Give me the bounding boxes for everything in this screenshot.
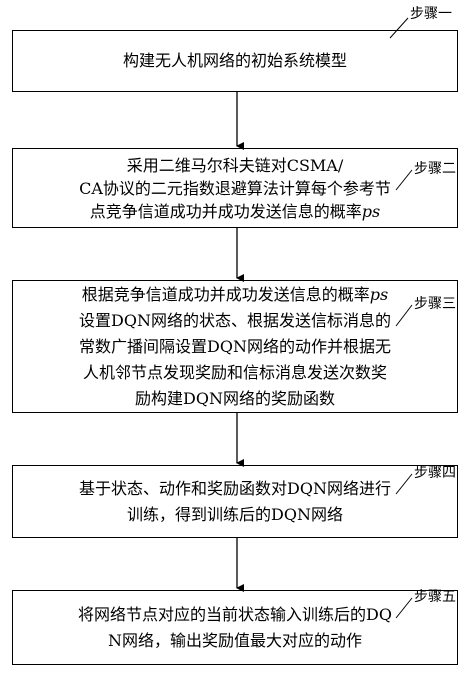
step-box-1: 构建无人机网络的初始系统模型 [12, 30, 458, 92]
step-box-3: 根据竞争信道成功并成功发送信息的概率ps 设置DQN网络的状态、根据发送信标消息… [12, 280, 458, 413]
step2-symbol-ps: ps [361, 201, 381, 221]
step2-line-3: 点竞争信道成功并成功发送信息的概率ps [79, 200, 391, 223]
step-box-4: 基于状态、动作和奖励函数对DQN网络进行 训练，得到训练后的DQN网络 [12, 465, 458, 538]
step-box-5: 将网络节点对应的当前状态输入训练后的DQ N网络，输出奖励值最大对应的动作 [12, 590, 458, 665]
step2-line-2: CA协议的二元指数退避算法计算每个参考节 [79, 178, 391, 198]
step-label-2: 步骤二 [414, 161, 456, 177]
step-label-1: 步骤一 [410, 6, 452, 22]
step-box-2: 采用二维马尔科夫链对CSMA/ CA协议的二元指数退避算法计算每个参考节 点竞争… [12, 148, 458, 228]
step3-line-4: 人机邻节点发现奖励和信标消息发送次数奖 [82, 362, 387, 382]
step5-line-1: 将网络节点对应的当前状态输入训练后的DQ [78, 604, 392, 624]
step-label-3: 步骤三 [414, 296, 456, 312]
step2-line-3-text: 点竞争信道成功并成功发送信息的概率 [89, 201, 362, 221]
step3-line-3: 常数广播间隔设置DQN网络的动作并根据无 [79, 336, 391, 356]
step4-line-1: 基于状态、动作和奖励函数对DQN网络进行 [79, 478, 391, 498]
step-label-4: 步骤四 [414, 465, 456, 481]
step3-line-5: 励构建DQN网络的奖励函数 [135, 388, 335, 408]
step3-line-1-text: 根据竞争信道成功并成功发送信息的概率 [81, 284, 370, 304]
step2-line-1: 采用二维马尔科夫链对CSMA/ [126, 155, 344, 175]
step3-line-2: 设置DQN网络的状态、根据发送信标消息的 [79, 310, 391, 330]
step-label-5: 步骤五 [414, 589, 456, 605]
step5-line-2: N网络，输出奖励值最大对应的动作 [107, 630, 362, 650]
step3-symbol-ps: ps [369, 284, 389, 304]
step3-line-1: 根据竞争信道成功并成功发送信息的概率ps [79, 282, 391, 308]
step1-line-1: 构建无人机网络的初始系统模型 [122, 51, 347, 70]
step4-line-2: 训练，得到训练后的DQN网络 [127, 504, 343, 524]
